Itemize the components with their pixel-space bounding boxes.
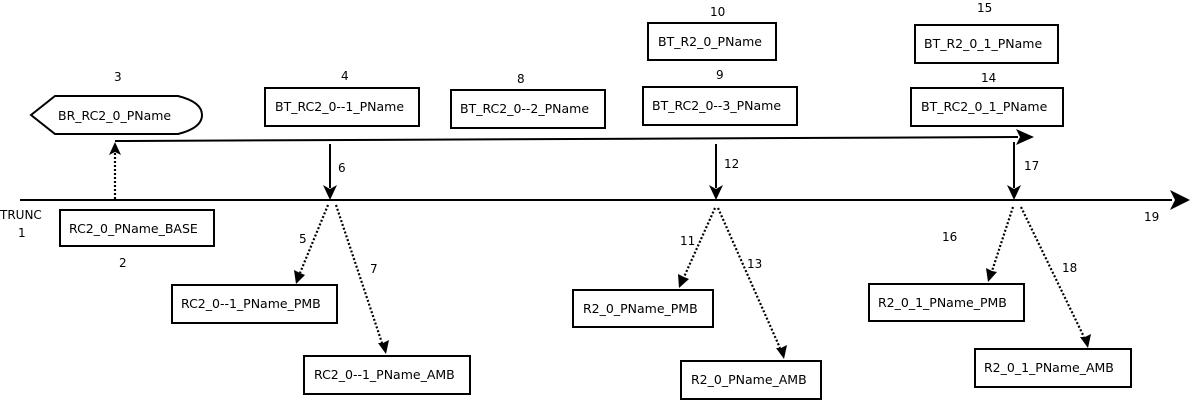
edge-5: 5 bbox=[294, 204, 330, 284]
edge-arrowhead-icon bbox=[1007, 185, 1021, 200]
node-bt-r2-0[interactable]: 10 BT_R2_0_PName bbox=[647, 5, 777, 61]
edge-17: 17 bbox=[1007, 142, 1039, 200]
branch-origin-arrowhead-icon bbox=[109, 142, 121, 155]
node-r2-0-pmb[interactable]: R2_0_PName_PMB bbox=[572, 289, 714, 328]
trunk-timeline: TRUNC 1 19 bbox=[0, 190, 1190, 240]
node-box bbox=[171, 284, 338, 324]
node-label: BT_RC2_0--2_PName bbox=[460, 101, 589, 116]
trunk-end-id: 19 bbox=[1144, 210, 1159, 224]
node-box bbox=[264, 87, 420, 127]
node-box bbox=[450, 89, 606, 129]
node-r2-0-1-amb[interactable]: R2_0_1_PName_AMB bbox=[974, 348, 1132, 388]
edge-arrowhead-icon bbox=[709, 185, 723, 200]
node-box bbox=[974, 348, 1132, 388]
node-bt-rc2-0-1-release[interactable]: 14 BT_RC2_0_1_PName bbox=[910, 71, 1064, 127]
node-box bbox=[647, 22, 777, 61]
trunk-arrowhead-icon bbox=[1170, 190, 1190, 210]
edge-line bbox=[298, 204, 330, 274]
edge-line bbox=[1020, 206, 1085, 338]
node-label: R2_0_PName_PMB bbox=[583, 301, 698, 316]
edge-arrowhead-icon bbox=[678, 274, 689, 288]
edge-arrowhead-icon bbox=[986, 268, 997, 282]
node-id: 9 bbox=[716, 68, 724, 82]
branch-line bbox=[114, 136, 1019, 142]
node-label: BT_RC2_0--1_PName bbox=[275, 99, 404, 114]
edge-line bbox=[990, 206, 1015, 272]
edge-11: 11 bbox=[678, 207, 717, 288]
edge-arrowhead-icon bbox=[323, 185, 337, 200]
edge-id: 7 bbox=[370, 262, 378, 276]
node-rc2-base[interactable]: RC2_0_PName_BASE 2 bbox=[59, 209, 215, 270]
node-bt-rc2-0-1[interactable]: 4 BT_RC2_0--1_PName bbox=[264, 69, 420, 127]
edge-7: 7 bbox=[334, 204, 389, 354]
edge-16: 16 bbox=[942, 206, 1015, 282]
branch-arrowhead-icon bbox=[1016, 129, 1034, 145]
edge-line bbox=[682, 207, 717, 278]
edge-arrowhead-icon bbox=[1080, 334, 1091, 348]
node-box bbox=[303, 355, 471, 395]
node-box bbox=[59, 209, 215, 247]
edge-arrowhead-icon bbox=[776, 345, 787, 359]
node-id: 4 bbox=[341, 69, 349, 83]
node-id: 15 bbox=[977, 1, 992, 15]
node-r2-0-1-pmb[interactable]: R2_0_1_PName_PMB bbox=[868, 283, 1025, 322]
branch-origin-edge bbox=[109, 142, 121, 199]
node-label: BT_RC2_0_1_PName bbox=[921, 99, 1048, 114]
node-box bbox=[572, 289, 714, 328]
node-r2-0-amb[interactable]: R2_0_PName_AMB bbox=[680, 360, 822, 400]
node-bt-rc2-0-3[interactable]: 9 BT_RC2_0--3_PName bbox=[642, 68, 798, 126]
edge-12: 12 bbox=[709, 144, 739, 200]
node-id: 2 bbox=[119, 256, 127, 270]
edge-id: 17 bbox=[1024, 159, 1039, 173]
edge-id: 11 bbox=[680, 234, 695, 248]
edge-arrowhead-icon bbox=[378, 340, 389, 354]
edge-line bbox=[716, 207, 782, 349]
edge-id: 18 bbox=[1062, 261, 1077, 275]
branch-node-shape bbox=[29, 95, 204, 135]
node-box bbox=[868, 283, 1025, 322]
node-label: R2_0_1_PName_AMB bbox=[984, 360, 1114, 375]
edge-id: 16 bbox=[942, 230, 957, 244]
node-label: RC2_0_PName_BASE bbox=[69, 221, 198, 236]
node-label: R2_0_1_PName_PMB bbox=[878, 295, 1007, 310]
branch-node[interactable]: 3 BR_RC2_0_PName bbox=[29, 70, 204, 135]
node-id: 14 bbox=[981, 71, 996, 85]
branch-node-id: 3 bbox=[114, 70, 122, 84]
edge-id: 12 bbox=[724, 157, 739, 171]
node-label: BT_R2_0_PName bbox=[658, 34, 762, 49]
edge-id: 6 bbox=[338, 161, 346, 175]
edge-id: 13 bbox=[747, 257, 762, 271]
node-rc2-0-1-amb[interactable]: RC2_0--1_PName_AMB bbox=[303, 355, 471, 395]
node-id: 10 bbox=[710, 5, 725, 19]
node-id: 8 bbox=[517, 72, 525, 86]
node-label: RC2_0--1_PName_PMB bbox=[181, 296, 321, 311]
edge-arrowhead-icon bbox=[294, 270, 305, 284]
node-bt-rc2-0-2[interactable]: 8 BT_RC2_0--2_PName bbox=[450, 72, 606, 129]
edge-id: 5 bbox=[299, 232, 307, 246]
node-box bbox=[642, 86, 798, 126]
node-box bbox=[680, 360, 822, 400]
edge-18: 18 bbox=[1020, 206, 1091, 348]
node-label: RC2_0--1_PName_AMB bbox=[314, 367, 455, 382]
trunk-label: TRUNC bbox=[0, 208, 42, 222]
edge-line bbox=[334, 204, 384, 344]
edge-6: 6 bbox=[323, 144, 346, 200]
node-box bbox=[914, 24, 1059, 64]
branch-node-label: BR_RC2_0_PName bbox=[58, 108, 171, 123]
node-label: BT_R2_0_1_PName bbox=[924, 36, 1042, 51]
node-box bbox=[910, 87, 1064, 127]
node-label: BT_RC2_0--3_PName bbox=[652, 98, 781, 113]
trunk-id: 1 bbox=[18, 226, 26, 240]
node-rc2-0-1-pmb[interactable]: RC2_0--1_PName_PMB bbox=[171, 284, 338, 324]
edge-13: 13 bbox=[716, 207, 787, 359]
branch-timeline bbox=[114, 129, 1034, 145]
node-label: R2_0_PName_AMB bbox=[691, 372, 807, 387]
node-bt-r2-0-1[interactable]: 15 BT_R2_0_1_PName bbox=[914, 1, 1059, 64]
